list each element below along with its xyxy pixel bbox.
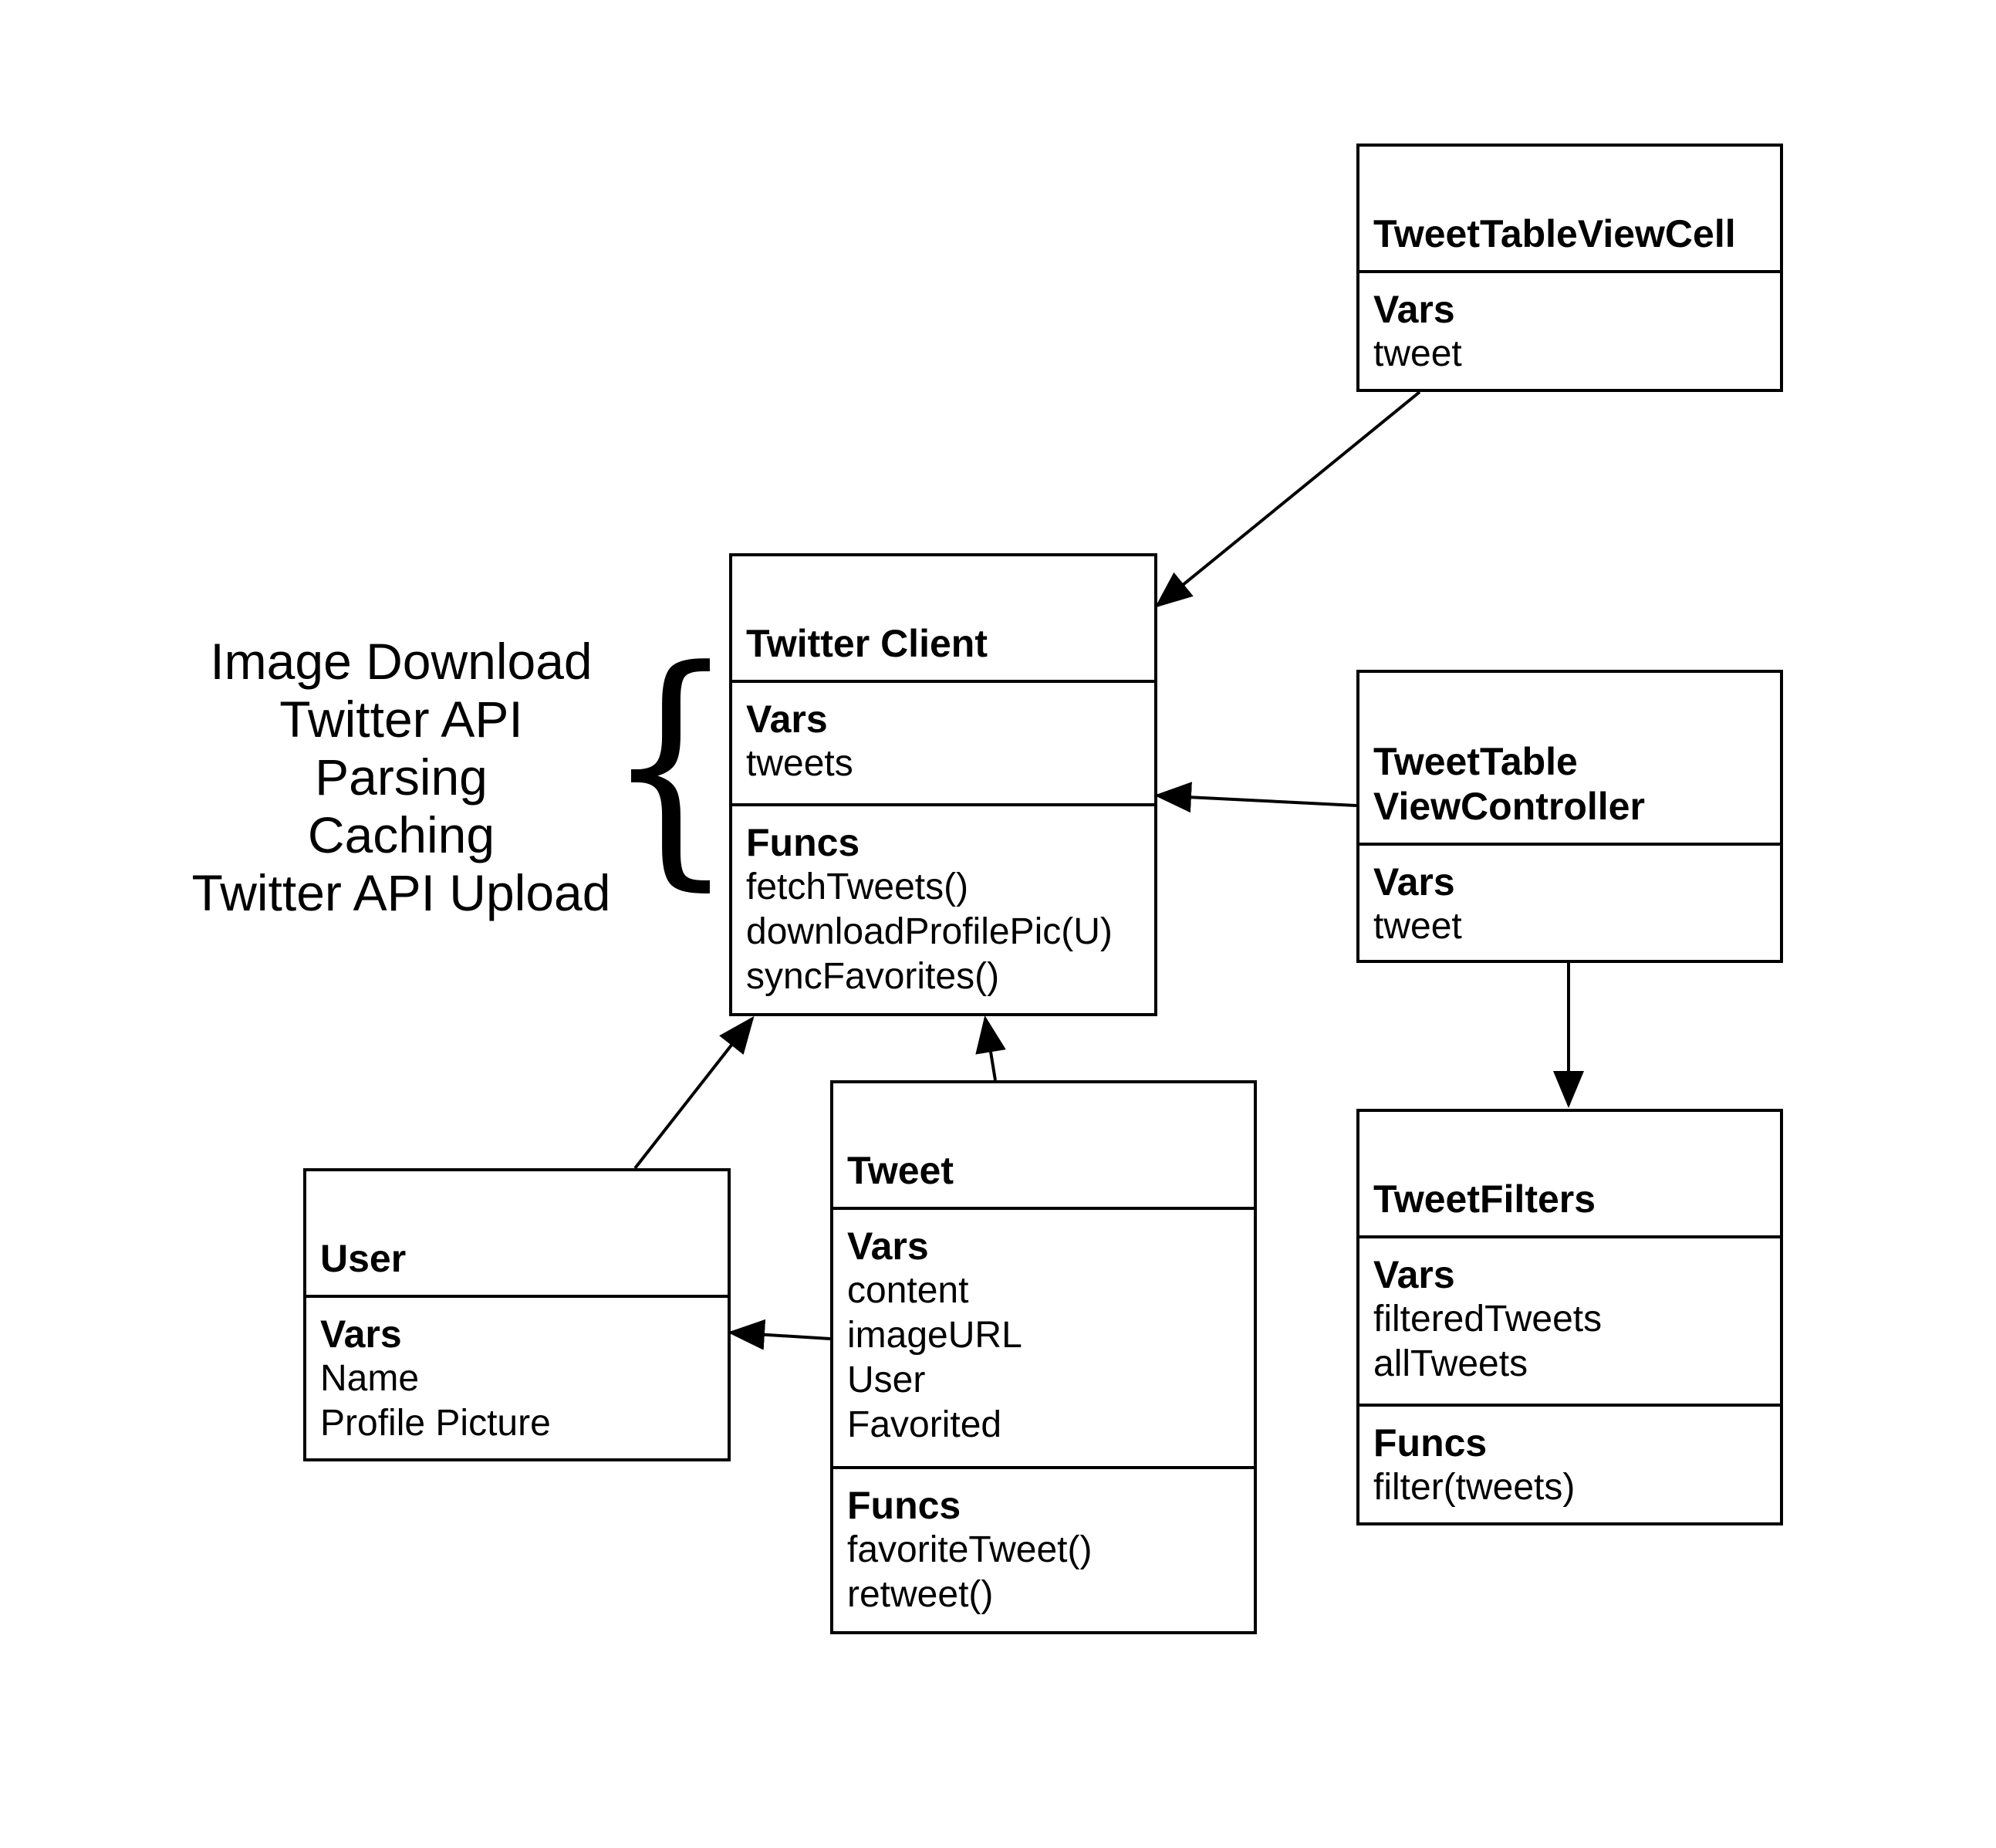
arrow-tweet-to-client	[975, 1015, 1006, 1081]
class-name: Tweet	[847, 1149, 954, 1192]
arrow-tweet-to-user	[728, 1319, 831, 1350]
vars-heading: Vars	[1373, 1253, 1455, 1296]
vars-section: Vars tweets	[732, 680, 1154, 803]
responsibilities-note: Image Download Twitter API Parsing Cachi…	[154, 633, 648, 922]
func-item: downloadProfilePic(U)	[746, 911, 1113, 952]
func-item: fetchTweets()	[746, 867, 969, 907]
funcs-heading: Funcs	[847, 1484, 961, 1527]
responsibility-item: Caching	[307, 806, 495, 863]
funcs-section: Funcs favoriteTweet() retweet()	[833, 1466, 1254, 1617]
class-name-line: ViewController	[1373, 785, 1645, 828]
vars-heading: Vars	[1373, 860, 1455, 904]
func-item: filter(tweets)	[1373, 1467, 1576, 1508]
var-item: tweets	[746, 743, 853, 784]
var-item: content	[847, 1270, 969, 1311]
class-name: User	[320, 1237, 407, 1280]
class-tweet-table-view-controller[interactable]: TweetTable ViewController Vars tweet	[1356, 670, 1783, 963]
func-item: retweet()	[847, 1574, 994, 1615]
var-item: User	[847, 1360, 926, 1400]
funcs-section: Funcs filter(tweets)	[1359, 1404, 1780, 1510]
class-name-line: TweetTable	[1373, 740, 1578, 783]
class-tweet-filters[interactable]: TweetFilters Vars filteredTweets allTwee…	[1356, 1109, 1783, 1525]
class-name: TweetTableViewCell	[1373, 212, 1736, 255]
var-item: Profile Picture	[320, 1403, 551, 1444]
responsibility-item: Twitter API	[279, 691, 523, 748]
var-item: Favorited	[847, 1404, 1002, 1445]
vars-section: Vars tweet	[1359, 270, 1780, 389]
var-item: tweet	[1373, 333, 1462, 374]
responsibility-item: Image Download	[210, 633, 593, 690]
vars-section: Vars tweet	[1359, 843, 1780, 949]
class-user[interactable]: User Vars Name Profile Picture	[303, 1168, 731, 1461]
responsibility-item: Parsing	[315, 748, 488, 806]
var-item: allTweets	[1373, 1343, 1528, 1384]
vars-section: Vars content imageURL User Favorited	[833, 1207, 1254, 1466]
func-item: syncFavorites()	[746, 956, 1000, 997]
responsibility-item: Twitter API Upload	[191, 864, 611, 921]
vars-section: Vars filteredTweets allTweets	[1359, 1235, 1780, 1404]
var-item: tweet	[1373, 906, 1462, 947]
funcs-heading: Funcs	[1373, 1421, 1488, 1465]
funcs-heading: Funcs	[746, 821, 860, 864]
arrow-user-to-client	[633, 1015, 755, 1170]
vars-heading: Vars	[320, 1313, 402, 1356]
class-name: TweetFilters	[1373, 1177, 1596, 1221]
var-item: filteredTweets	[1373, 1299, 1603, 1340]
class-name: Twitter Client	[746, 622, 988, 665]
var-item: Name	[320, 1358, 420, 1399]
funcs-section: Funcs fetchTweets() downloadProfilePic(U…	[732, 803, 1154, 999]
arrow-cell-to-client	[1154, 390, 1421, 608]
class-twitter-client[interactable]: Twitter Client Vars tweets Funcs fetchTw…	[729, 553, 1157, 1016]
arrow-controller-to-client	[1154, 782, 1357, 813]
class-tweet[interactable]: Tweet Vars content imageURL User Favorit…	[830, 1080, 1257, 1634]
func-item: favoriteTweet()	[847, 1529, 1093, 1570]
vars-section: Vars Name Profile Picture	[306, 1295, 728, 1446]
vars-heading: Vars	[847, 1225, 929, 1268]
var-item: imageURL	[847, 1315, 1022, 1356]
vars-heading: Vars	[1373, 288, 1455, 331]
vars-heading: Vars	[746, 698, 828, 741]
curly-brace: {	[606, 616, 735, 912]
class-tweet-table-view-cell[interactable]: TweetTableViewCell Vars tweet	[1356, 144, 1783, 392]
